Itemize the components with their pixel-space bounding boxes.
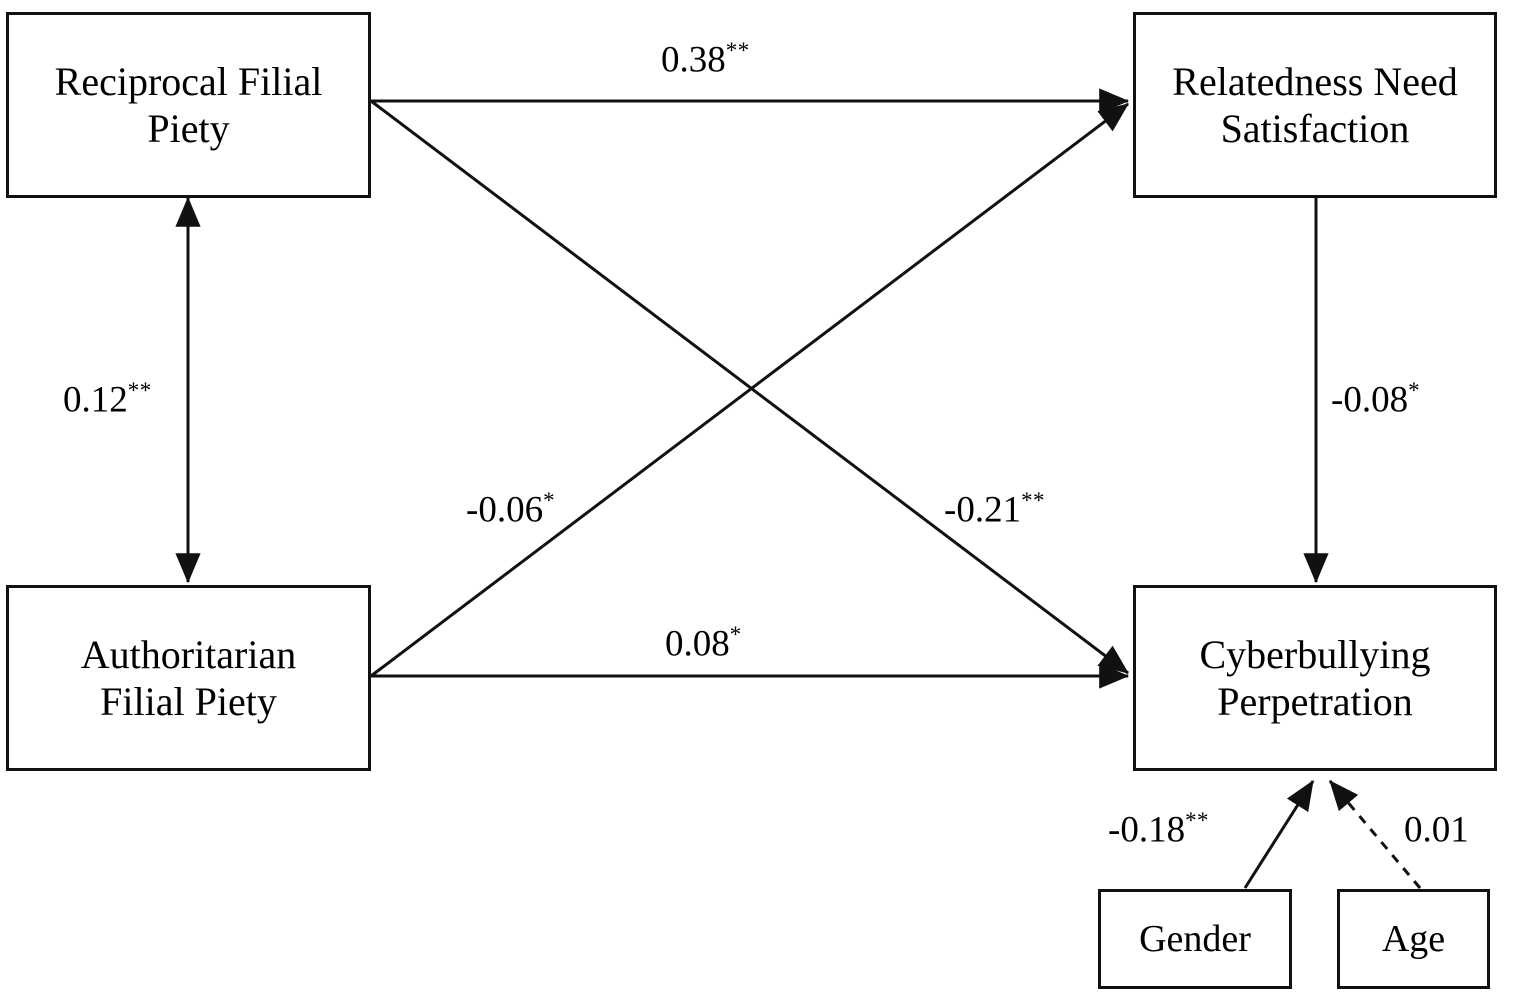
node-label: Authoritarian Filial Piety [80, 631, 297, 724]
node-gender[interactable]: Gender [1098, 889, 1292, 989]
coefficient-value: -0.06 [466, 489, 544, 531]
edge-afp-to-rns [370, 102, 1129, 678]
significance-marker: ** [127, 378, 152, 403]
edge-label-afp-to-rns: -0.06* [466, 488, 555, 531]
node-label: Reciprocal Filial Piety [54, 58, 323, 151]
significance-marker: ** [1185, 808, 1210, 833]
coefficient-value: -0.08 [1331, 379, 1409, 421]
node-label: Cyberbullying Perpetration [1199, 631, 1431, 724]
coefficient-value: 0.08 [665, 623, 730, 665]
coefficient-value: -0.21 [944, 489, 1022, 531]
node-label: Age [1381, 917, 1446, 960]
edge-label-rfp-to-afp: 0.12** [63, 378, 152, 421]
edge-label-rfp-to-rns: 0.38** [661, 38, 750, 81]
coefficient-value: -0.18 [1108, 809, 1186, 851]
significance-marker: * [1408, 378, 1421, 403]
edge-gender-to-cb [1243, 779, 1315, 889]
node-relatedness-need-satisfaction[interactable]: Relatedness Need Satisfaction [1133, 12, 1497, 198]
coefficient-value: 0.38 [661, 39, 726, 81]
edge-label-gender-to-cb: -0.18** [1108, 808, 1209, 851]
node-age[interactable]: Age [1337, 889, 1490, 989]
edge-label-afp-to-cb: 0.08* [665, 622, 742, 665]
node-label: Gender [1139, 917, 1251, 960]
node-cyberbullying-perpetration[interactable]: Cyberbullying Perpetration [1133, 585, 1497, 771]
node-reciprocal-filial-piety[interactable]: Reciprocal Filial Piety [6, 12, 371, 198]
edge-rfp-to-cb [370, 99, 1129, 675]
significance-marker: ** [725, 38, 750, 63]
node-label: Relatedness Need Satisfaction [1172, 58, 1458, 151]
edge-label-age-to-cb: 0.01 [1404, 808, 1469, 851]
node-authoritarian-filial-piety[interactable]: Authoritarian Filial Piety [6, 585, 371, 771]
edge-label-rns-to-cb: -0.08* [1331, 378, 1420, 421]
significance-marker: * [543, 488, 556, 513]
significance-marker: * [729, 622, 742, 647]
significance-marker: ** [1021, 488, 1046, 513]
coefficient-value: 0.01 [1404, 809, 1469, 851]
edge-age-to-cb [1328, 780, 1422, 889]
coefficient-value: 0.12 [63, 379, 128, 421]
edge-label-rfp-to-cb: -0.21** [944, 488, 1045, 531]
